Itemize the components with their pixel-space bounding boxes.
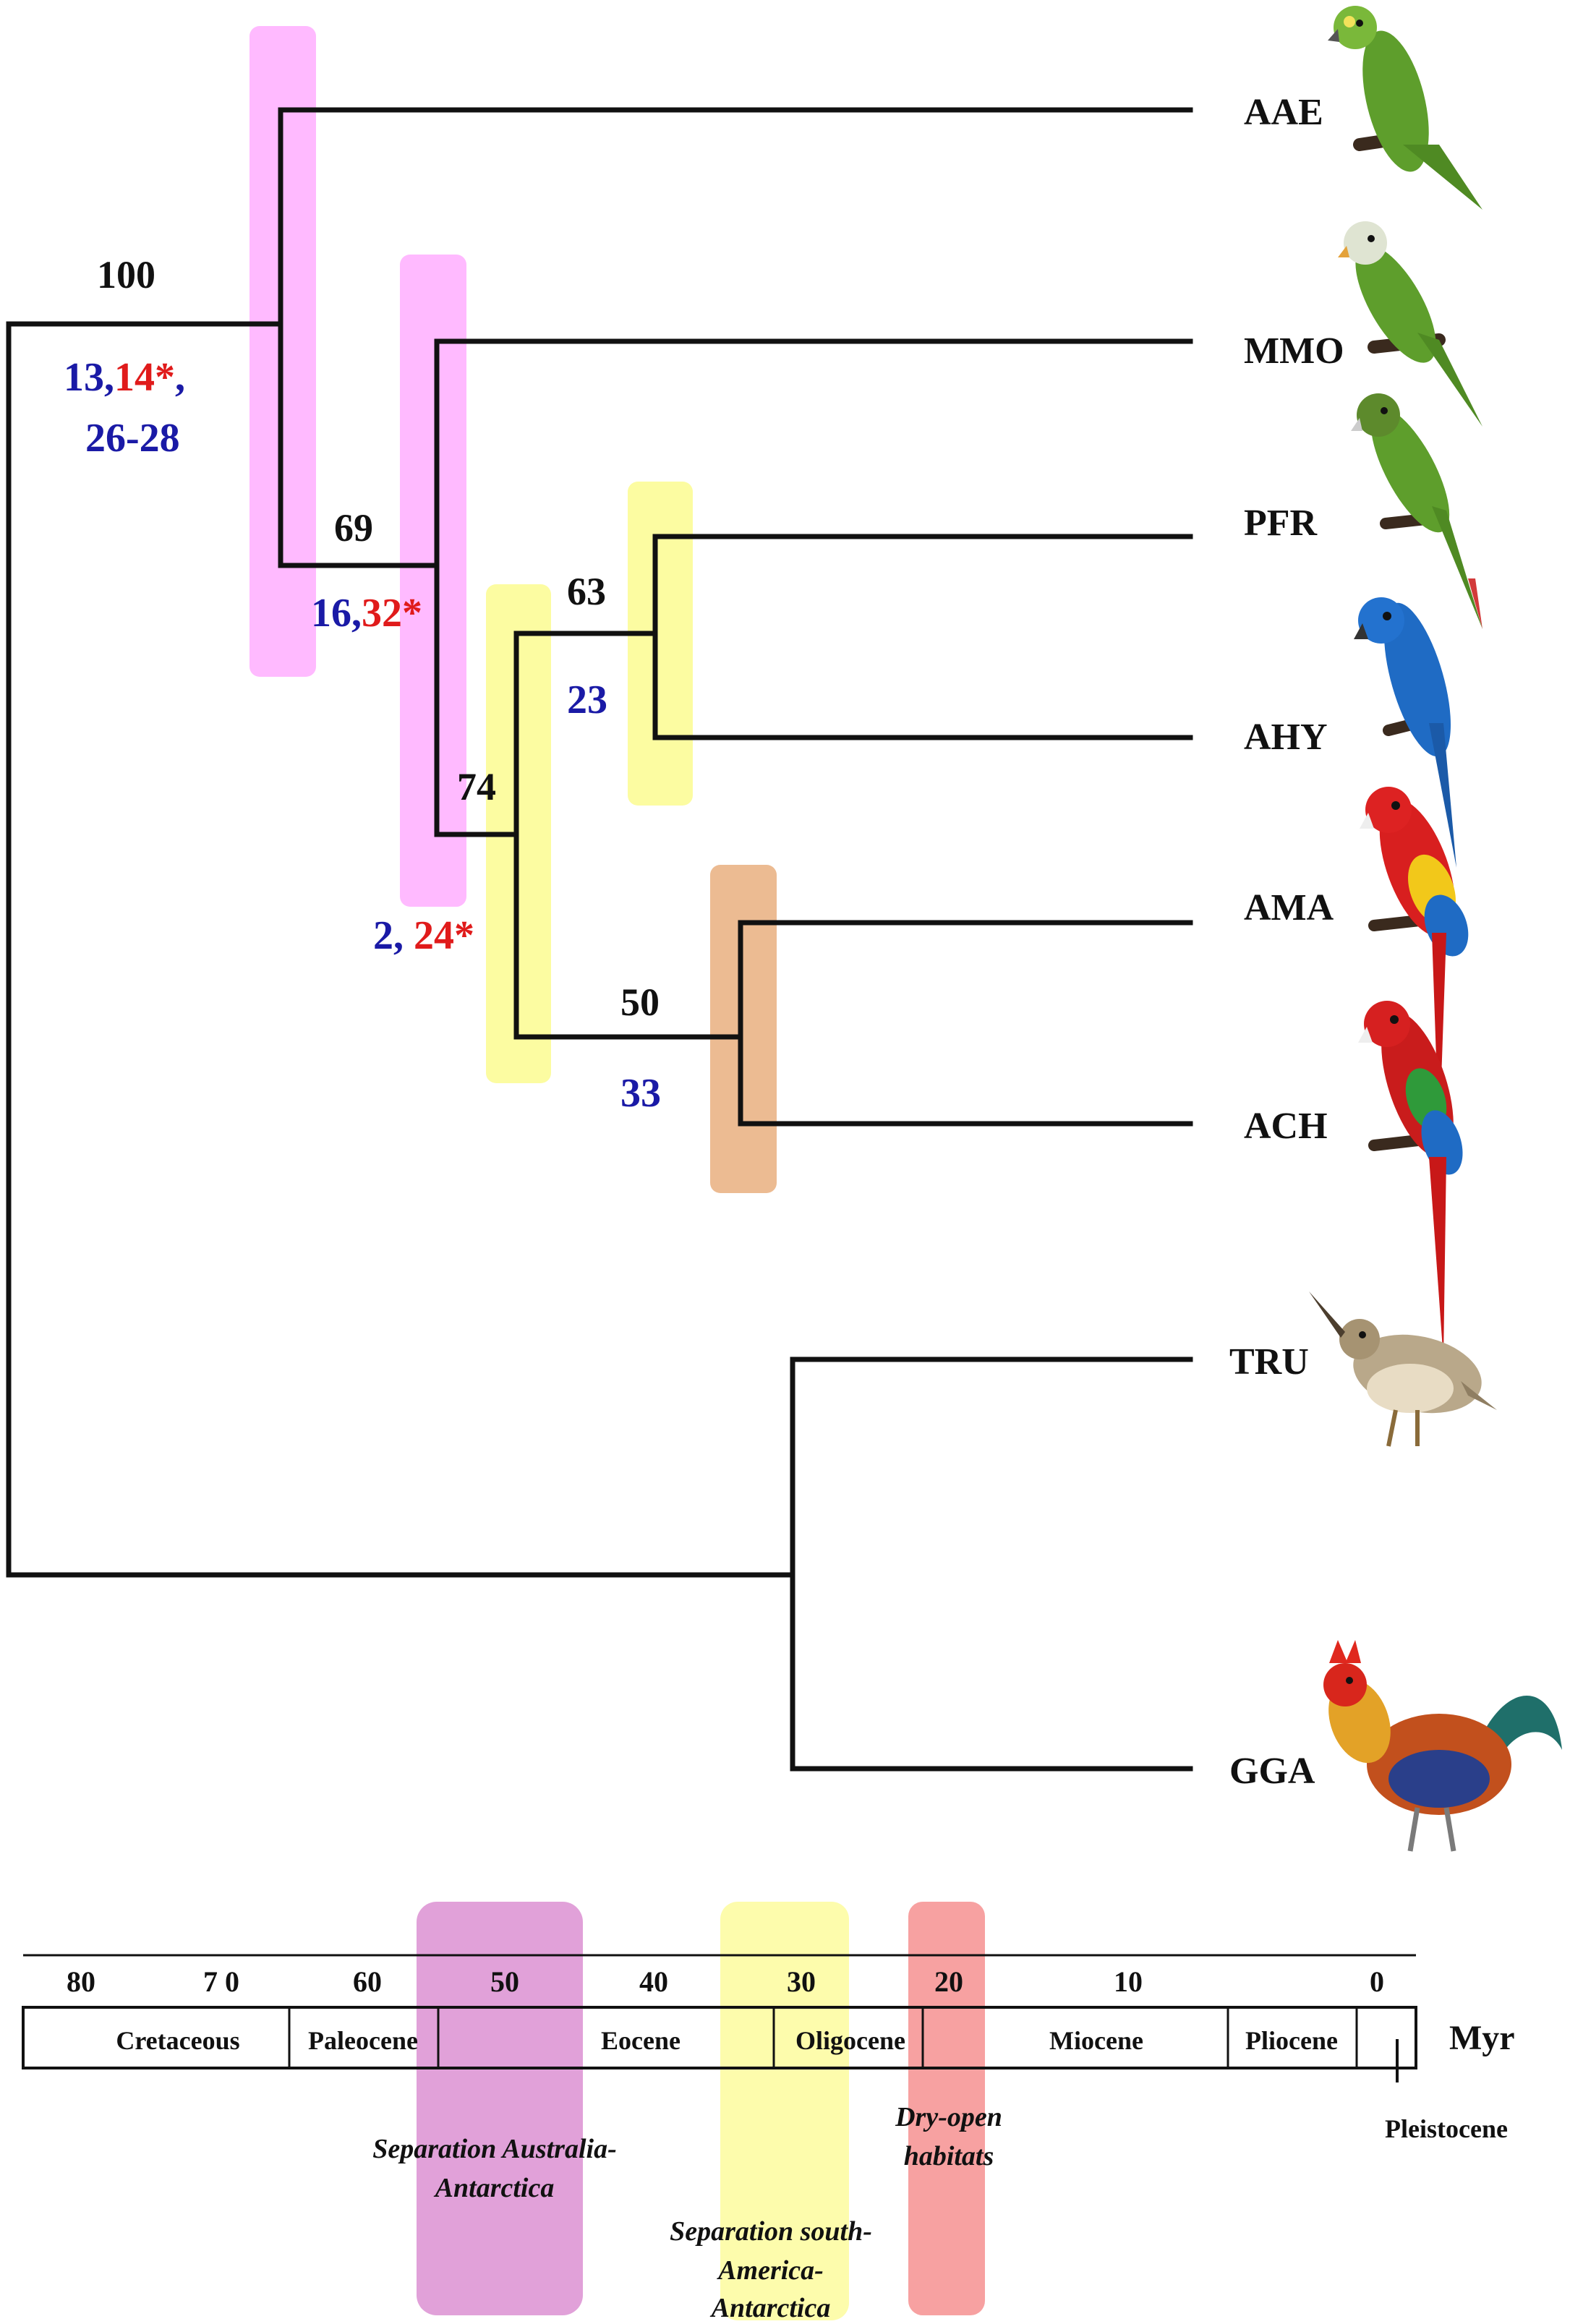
green-conure-icon [1351, 393, 1482, 629]
node-events-pfr-ahy: 23 [567, 678, 607, 722]
epoch-pliocene: Pliocene [1245, 2026, 1338, 2055]
highlight-box-ama-ach [710, 865, 777, 1193]
epoch-labels: Cretaceous Paleocene Eocene Oligocene Mi… [116, 2026, 1508, 2143]
green-parrot-icon [1328, 6, 1482, 210]
event-band-dry-open [908, 1902, 985, 2315]
node-events-psittaciformes: 13,14*, [64, 355, 185, 400]
rooster-icon [1323, 1640, 1562, 1852]
tick-label: 30 [787, 1965, 816, 1998]
taxon-label-pfr: PFR [1244, 503, 1318, 544]
tick-label: 40 [639, 1965, 668, 1998]
node-support-psittaciformes: 100 [97, 253, 155, 296]
taxon-label-tru: TRU [1229, 1341, 1309, 1383]
event-label-south-america-line2: America- [717, 2255, 824, 2286]
epoch-miocene: Miocene [1049, 2026, 1143, 2055]
highlight-box-pfr-ahy [628, 482, 693, 806]
node-events-macaw-clade: 2, 24* [373, 913, 474, 958]
epoch-cretaceous: Cretaceous [116, 2026, 239, 2055]
event-label-australia-line2: Antarctica [434, 2173, 555, 2203]
event-band-australia [417, 1902, 583, 2315]
node-support-pfr-ahy: 63 [567, 570, 606, 613]
epoch-eocene: Eocene [601, 2026, 681, 2055]
hyacinth-macaw-icon [1354, 597, 1456, 868]
node-support-mmo-split: 69 [334, 506, 373, 550]
node-events-ama-ach: 33 [620, 1071, 661, 1116]
scarlet-macaw-icon [1360, 787, 1469, 1142]
node-support-ama-ach: 50 [620, 981, 660, 1024]
node-events-psittaciformes-line2: 26-28 [85, 416, 180, 461]
event-label-south-america-line3: Antarctica [710, 2293, 831, 2320]
tick-label: 7 0 [203, 1965, 239, 1998]
timescale-unit: Myr [1449, 2019, 1515, 2057]
tick-label: 10 [1114, 1965, 1143, 1998]
taxon-label-aae: AAE [1244, 92, 1323, 133]
taxon-label-ahy: AHY [1244, 717, 1328, 758]
event-label-australia-line1: Separation Australia- [372, 2134, 617, 2164]
event-label-south-america-line1: Separation south- [670, 2216, 872, 2247]
taxon-label-ach: ACH [1244, 1106, 1328, 1147]
taxon-label-ama: AMA [1244, 887, 1334, 928]
epoch-oligocene: Oligocene [795, 2026, 905, 2055]
tick-label: 80 [67, 1965, 95, 1998]
epoch-bar [22, 2006, 1417, 2069]
tick-label: 50 [490, 1965, 519, 1998]
epoch-paleocene: Paleocene [308, 2026, 418, 2055]
monk-parakeet-icon [1338, 221, 1482, 427]
tick-label: 60 [353, 1965, 382, 1998]
tree-branches [6, 107, 1193, 1772]
tick-label: 20 [934, 1965, 963, 1998]
epoch-pleistocene: Pleistocene [1385, 2114, 1508, 2143]
event-label-dry-open-line1: Dry-open [895, 2102, 1002, 2132]
red-green-macaw-icon [1358, 1001, 1463, 1359]
highlight-box-mmo [400, 255, 466, 907]
timescale-ticks: 80 7 0 60 50 40 30 20 10 0 [67, 1965, 1384, 1998]
thrush-icon [1309, 1291, 1497, 1447]
taxon-label-mmo: MMO [1244, 330, 1344, 372]
event-label-dry-open-line2: habitats [904, 2141, 994, 2171]
node-support-macaw-clade: 74 [457, 765, 496, 808]
tick-label: 0 [1370, 1965, 1384, 1998]
taxon-label-gga: GGA [1229, 1751, 1315, 1792]
node-events-mmo-split: 16,32* [311, 591, 422, 636]
